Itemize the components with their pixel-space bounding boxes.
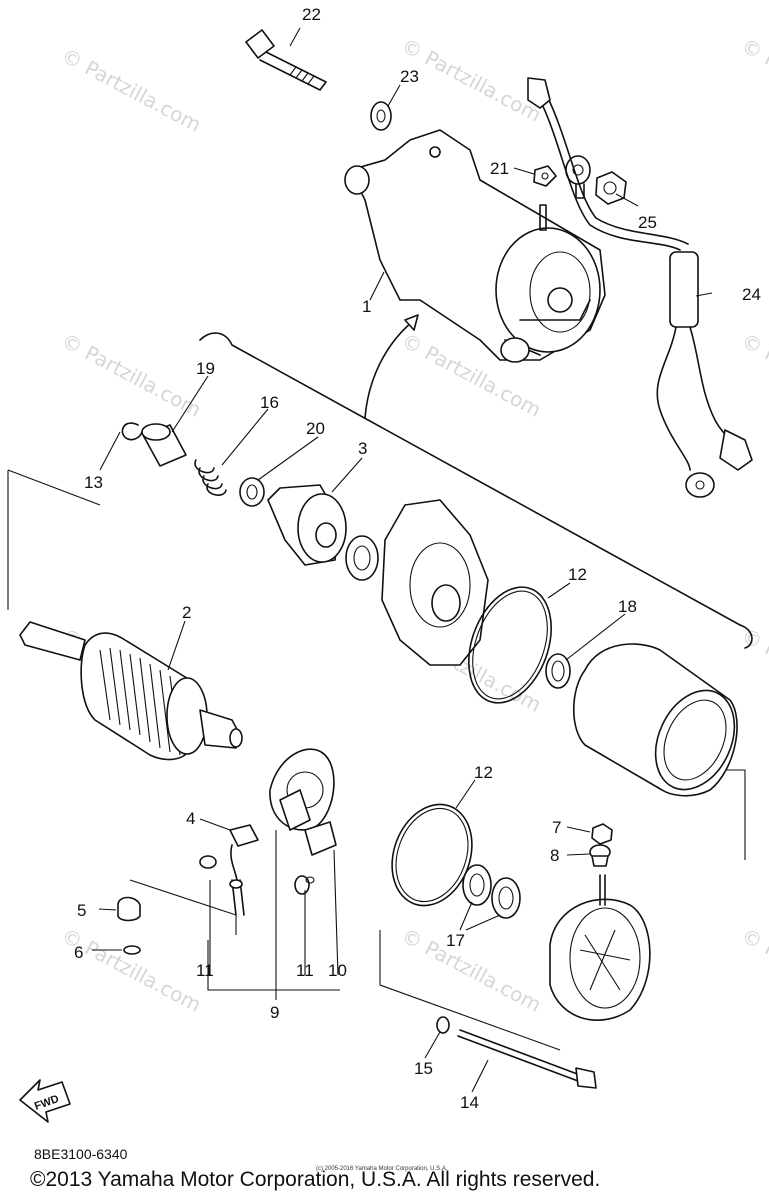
watermark: © Partzilla.com [738, 328, 769, 422]
watermark: © Partzilla.com [58, 43, 206, 137]
starter-clutch-3 [267, 484, 347, 566]
callout-24: 24 [742, 285, 761, 304]
circlip-13 [121, 422, 143, 441]
o-ring-12-upper [468, 586, 552, 704]
callout-8: 8 [550, 846, 559, 865]
watermark: © Partzilla.com [738, 33, 769, 127]
watermark: © Partzilla.com [58, 923, 206, 1017]
diagram-code: 8BE3100-6340 [34, 1146, 128, 1162]
callout-20: 20 [306, 419, 325, 438]
callout-1: 1 [362, 297, 371, 316]
washer-20 [239, 477, 265, 507]
washer-17b-hole [498, 886, 514, 910]
bolt-22 [245, 29, 327, 91]
spring-16 [194, 459, 227, 496]
leader-lines [92, 27, 713, 1093]
watermark: © Partzilla.com [738, 923, 769, 1017]
watermark: © Partzilla.com [398, 923, 546, 1017]
watermark: © Partzilla.com [738, 623, 769, 717]
rear-cover [549, 874, 651, 1021]
washer-17a [462, 864, 492, 906]
washer-17b [491, 877, 521, 919]
washer-18 [545, 653, 571, 689]
callout-11-right: 11 [296, 961, 314, 980]
callout-12-upper: 12 [568, 565, 587, 584]
washer-18-hole [551, 660, 565, 682]
callout-21: 21 [490, 159, 509, 178]
o-ring-12-upper-inner [472, 590, 548, 700]
nut-21 [533, 165, 557, 187]
assembly-arrow [364, 321, 413, 419]
starter-cable-24 [527, 77, 753, 498]
callout-15: 15 [414, 1059, 433, 1078]
callout-7: 7 [552, 818, 561, 837]
callout-14: 14 [460, 1093, 479, 1112]
cable-terminal [565, 155, 591, 199]
callout-6: 6 [74, 943, 83, 962]
grommet-8 [589, 844, 611, 867]
callout-16: 16 [260, 393, 279, 412]
washer-17a-hole [469, 873, 485, 897]
callout-13: 13 [84, 473, 103, 492]
nut-7 [591, 823, 613, 845]
assembly-arrow-head [404, 314, 419, 331]
washer [345, 535, 379, 581]
yoke [572, 643, 738, 797]
brush-holder-plate [269, 748, 337, 856]
callout-22: 22 [302, 5, 321, 24]
o-ring-12-lower [391, 803, 473, 907]
washer-23-hole [376, 109, 386, 123]
callout-9: 9 [270, 1003, 279, 1022]
callout-4: 4 [186, 809, 195, 828]
callout-19: 19 [196, 359, 215, 378]
nut-5 [117, 896, 141, 922]
callout-23: 23 [400, 67, 419, 86]
watermark: © Partzilla.com [398, 33, 546, 127]
nut-25 [595, 171, 627, 205]
brush-4 [229, 824, 259, 886]
fwd-arrow-icon: FWD [19, 1079, 71, 1123]
collar-19 [141, 423, 187, 467]
callout-11-left: 11 [196, 961, 214, 980]
o-ring-12-lower-inner [395, 807, 469, 903]
watermark: © Partzilla.com [58, 328, 206, 422]
callout-12-lower: 12 [474, 763, 493, 782]
washer-15 [436, 1016, 450, 1034]
callout-3: 3 [358, 439, 367, 458]
callout-25: 25 [638, 213, 657, 232]
callout-labels: 22 23 21 25 24 1 19 16 20 3 13 12 18 2 1… [74, 5, 761, 1112]
starting-motor-assembly [344, 129, 606, 363]
callout-5: 5 [77, 901, 86, 920]
callout-10: 10 [328, 961, 347, 980]
callout-18: 18 [618, 597, 637, 616]
armature-2 [19, 621, 243, 761]
callout-17: 17 [446, 931, 465, 950]
washer-23 [370, 101, 392, 131]
small-credit: (c) 2005-2016 Yamaha Motor Corporation, … [316, 1166, 448, 1172]
bolt-14 [457, 1029, 597, 1089]
washer-hole [353, 545, 371, 571]
washer-6 [123, 945, 141, 955]
screw-11-left [199, 855, 245, 916]
front-cover [381, 499, 489, 666]
washer-20-hole [246, 484, 258, 500]
copyright-notice: ©2013 Yamaha Motor Corporation, U.S.A. A… [30, 1168, 601, 1191]
screw-11-right [294, 875, 315, 895]
callout-2: 2 [182, 603, 191, 622]
